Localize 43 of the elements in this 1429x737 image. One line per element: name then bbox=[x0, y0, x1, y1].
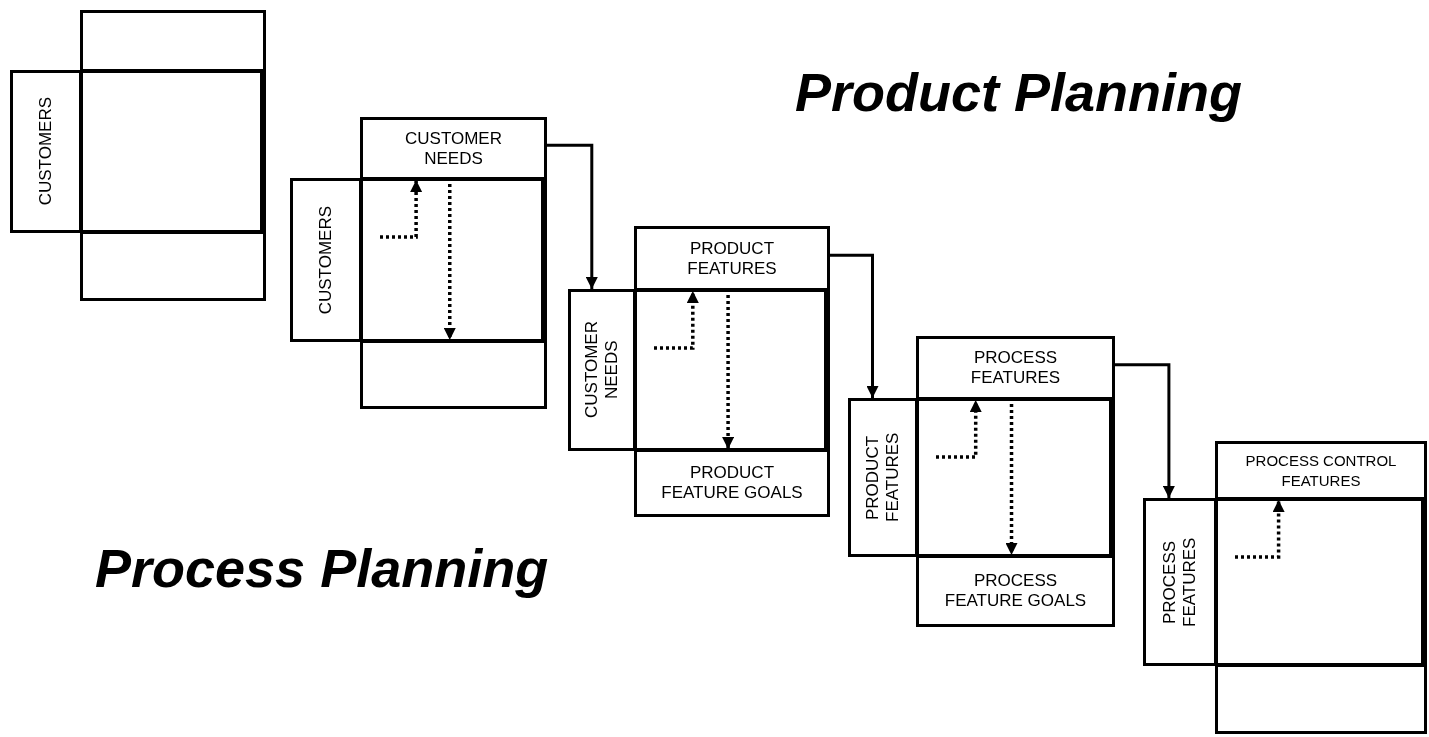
header-text: CUSTOMER NEEDS bbox=[582, 320, 622, 421]
row-header-box bbox=[848, 398, 918, 557]
header-text: CUSTOMERS bbox=[316, 205, 336, 315]
goals-box bbox=[916, 555, 1115, 627]
matrix-grid bbox=[360, 178, 547, 342]
goals-box bbox=[1215, 664, 1427, 734]
header-text: PROCESS FEATURE GOALS bbox=[943, 571, 1088, 611]
goals-box bbox=[634, 449, 830, 517]
column-header-box bbox=[634, 226, 830, 291]
row-header-box bbox=[568, 289, 636, 451]
column-header-box bbox=[360, 117, 547, 180]
header-text: CUSTOMER NEEDS bbox=[404, 128, 503, 169]
arrow bbox=[380, 180, 423, 239]
header-text: PRODUCT FEATURES bbox=[863, 431, 903, 525]
row-header-box bbox=[1143, 498, 1217, 666]
section-title: Process Planning bbox=[95, 538, 549, 598]
matrix-grid bbox=[916, 398, 1115, 557]
goals-box bbox=[360, 340, 547, 409]
row-header-box bbox=[290, 178, 362, 342]
section-title: Product Planning bbox=[795, 62, 1242, 122]
arrow bbox=[654, 291, 699, 350]
header-text: PRODUCT FEATURE GOALS bbox=[660, 463, 804, 503]
matrix-grid bbox=[634, 289, 830, 451]
arrow bbox=[1115, 363, 1175, 498]
goals-box bbox=[80, 231, 266, 301]
header-text: PROCESS CONTROL FEATURES bbox=[1244, 450, 1398, 491]
header-text: PROCESS FEATURES bbox=[1160, 536, 1200, 629]
row-header-box bbox=[10, 70, 82, 233]
column-header-box bbox=[80, 10, 266, 72]
column-header-box bbox=[916, 336, 1115, 400]
arrow bbox=[936, 400, 982, 459]
header-text: CUSTOMERS bbox=[36, 97, 56, 206]
matrix-grid bbox=[80, 70, 266, 233]
arrow bbox=[443, 184, 456, 340]
matrix-grid bbox=[1215, 498, 1427, 666]
header-text: PRODUCT FEATURES bbox=[686, 238, 778, 279]
arrow bbox=[830, 253, 879, 398]
arrow bbox=[1235, 500, 1285, 559]
arrow bbox=[722, 295, 735, 449]
arrow bbox=[1005, 404, 1018, 555]
arrow bbox=[547, 143, 598, 289]
column-header-box bbox=[1215, 441, 1427, 500]
header-text: PROCESS FEATURES bbox=[969, 348, 1062, 388]
